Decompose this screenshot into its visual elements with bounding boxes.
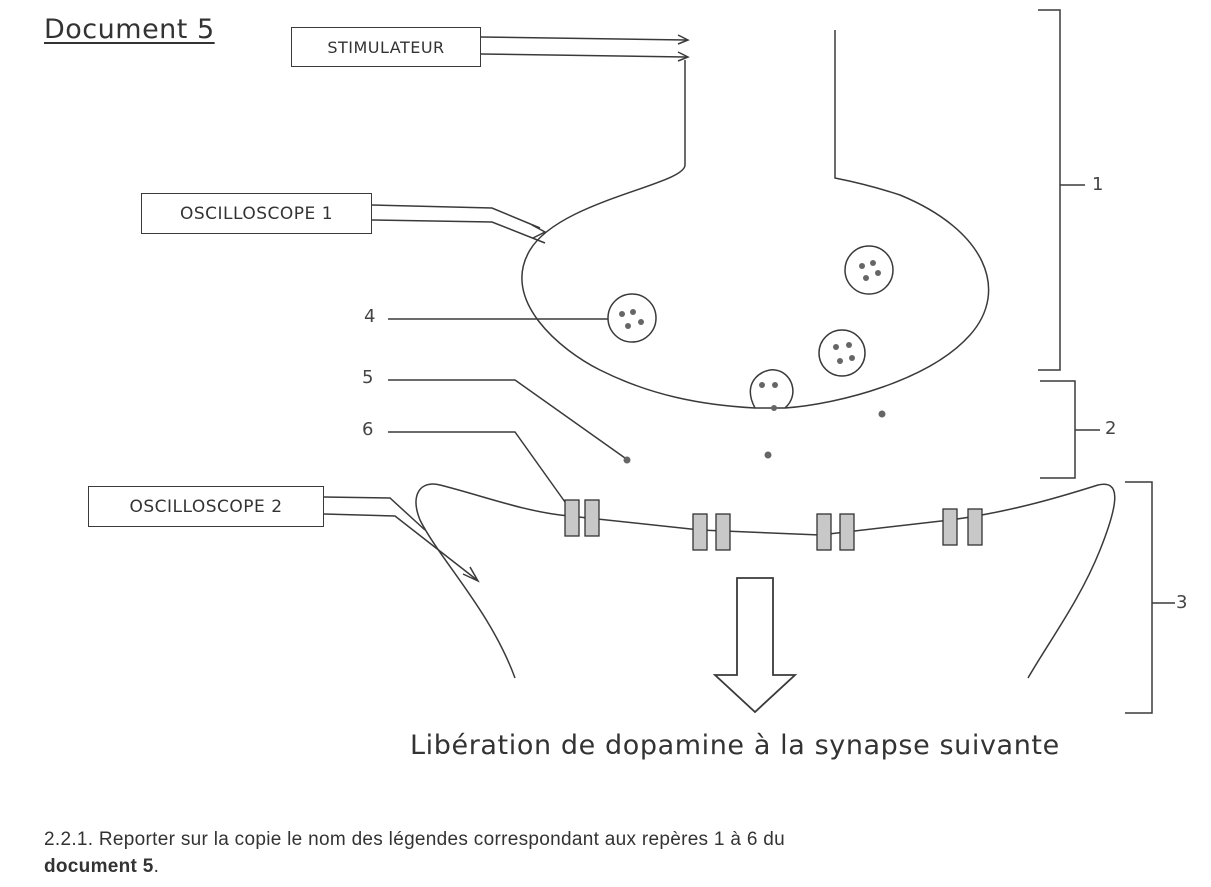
osc1-wire-1 — [371, 204, 541, 229]
bracket-1 — [1038, 9, 1085, 371]
document-title: Document 5 — [44, 14, 215, 45]
receptor-3b — [839, 513, 855, 551]
receptor-2a — [692, 513, 708, 551]
receptor-2b — [715, 513, 731, 551]
stimulator-arrow-2 — [677, 51, 690, 62]
vesicle-1 — [607, 293, 657, 343]
marker-5-line — [388, 379, 626, 459]
vesicle-exocytosis — [749, 369, 794, 409]
marker-3: 3 — [1176, 592, 1188, 613]
marker-5: 5 — [362, 367, 374, 388]
receptor-3a — [816, 513, 832, 551]
stimulator-arrow-1 — [677, 34, 690, 45]
presynaptic-membrane — [521, 30, 990, 409]
question-end: . — [153, 856, 160, 877]
receptor-4a — [942, 508, 958, 546]
bracket-2 — [1040, 380, 1100, 479]
vesicle-3 — [818, 329, 866, 377]
stimulator-wire-1 — [480, 36, 687, 41]
oscilloscope-2-box: OSCILLOSCOPE 2 — [88, 486, 324, 527]
neurotransmitter-free-1 — [623, 456, 631, 464]
question-main: 2.2.1. Reporter sur la copie le nom des … — [44, 829, 786, 850]
stimulator-box: STIMULATEUR — [291, 27, 481, 67]
stimulator-wire-2 — [480, 53, 687, 58]
vesicle-2 — [844, 245, 894, 295]
marker-2: 2 — [1105, 418, 1117, 439]
dopamine-release-caption: Libération de dopamine à la synapse suiv… — [410, 730, 1060, 761]
osc2-arrow — [462, 566, 480, 583]
marker-6-line — [388, 431, 566, 503]
receptor-1a — [564, 499, 580, 537]
osc2-wire-2 — [323, 513, 478, 581]
marker-6: 6 — [362, 419, 374, 440]
receptor-1b — [584, 499, 600, 537]
osc1-wire-2 — [371, 219, 546, 244]
neurotransmitter-free-2 — [764, 451, 772, 459]
postsynaptic-membrane — [415, 483, 1116, 679]
bracket-3 — [1125, 481, 1175, 714]
release-arrow — [712, 577, 798, 714]
receptor-4b — [967, 508, 983, 546]
oscilloscope-1-box: OSCILLOSCOPE 1 — [141, 193, 372, 234]
marker-4: 4 — [364, 306, 376, 327]
osc1-arrow — [531, 224, 547, 239]
question-text: 2.2.1. Reporter sur la copie le nom des … — [44, 826, 1144, 880]
osc2-wire-1 — [323, 496, 426, 531]
question-document-ref: document 5 — [44, 856, 154, 877]
neurotransmitter-free-3 — [878, 410, 886, 418]
marker-1: 1 — [1092, 174, 1104, 195]
